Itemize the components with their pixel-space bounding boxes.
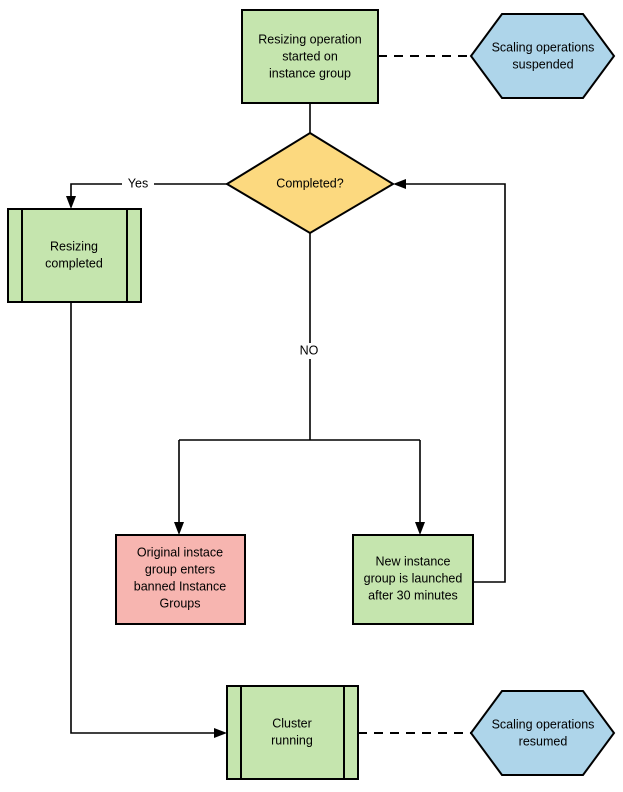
node-completed-decision[interactable]: Completed? xyxy=(225,131,395,235)
node-resizing-completed[interactable]: Resizing completed xyxy=(7,208,142,303)
node-resizing-started-line-0: Resizing operation xyxy=(258,32,362,46)
node-original-group-banned-line-1: group enters xyxy=(145,562,215,576)
edge-label-no: NO xyxy=(294,343,324,359)
node-cluster-running-line-1: running xyxy=(271,733,313,747)
node-resizing-started-line-2: instance group xyxy=(269,66,351,80)
node-original-group-banned-line-3: Groups xyxy=(160,596,201,610)
node-resizing-completed-line-0: Resizing xyxy=(50,239,98,253)
svg-text:Yes: Yes xyxy=(128,176,148,190)
node-scaling-suspended-line-0: Scaling operations xyxy=(492,40,595,54)
svg-text:NO: NO xyxy=(300,343,319,357)
node-original-group-banned[interactable]: Original instace group enters banned Ins… xyxy=(115,534,246,625)
node-scaling-suspended-line-1: suspended xyxy=(512,57,573,71)
node-resizing-started[interactable]: Resizing operation started on instance g… xyxy=(241,9,379,104)
node-new-group-launched-line-1: group is launched xyxy=(364,571,463,585)
node-cluster-running[interactable]: Cluster running xyxy=(226,685,359,780)
node-new-group-launched[interactable]: New instance group is launched after 30 … xyxy=(352,534,474,625)
node-cluster-running-line-0: Cluster xyxy=(272,716,312,730)
node-new-group-launched-line-2: after 30 minutes xyxy=(368,588,458,602)
node-scaling-resumed[interactable]: Scaling operations resumed xyxy=(469,690,616,776)
edge-decision-yes-to-resizing-completed xyxy=(66,183,227,209)
node-resizing-completed-line-1: completed xyxy=(45,256,103,270)
edge-new-group-loopback-to-decision xyxy=(393,179,506,583)
node-scaling-suspended[interactable]: Scaling operations suspended xyxy=(469,13,616,99)
edge-label-yes: Yes xyxy=(122,176,154,192)
node-resizing-started-line-1: started on xyxy=(282,49,338,63)
node-scaling-resumed-line-0: Scaling operations xyxy=(492,717,595,731)
node-original-group-banned-line-2: banned Instance xyxy=(134,579,226,593)
node-original-group-banned-line-0: Original instace xyxy=(137,545,223,559)
node-scaling-resumed-line-1: resumed xyxy=(519,734,568,748)
node-completed-decision-label: Completed? xyxy=(276,176,343,190)
edge-resizing-completed-to-cluster-running xyxy=(70,302,227,738)
node-new-group-launched-line-0: New instance xyxy=(375,554,450,568)
edge-decision-no-split xyxy=(174,233,425,535)
